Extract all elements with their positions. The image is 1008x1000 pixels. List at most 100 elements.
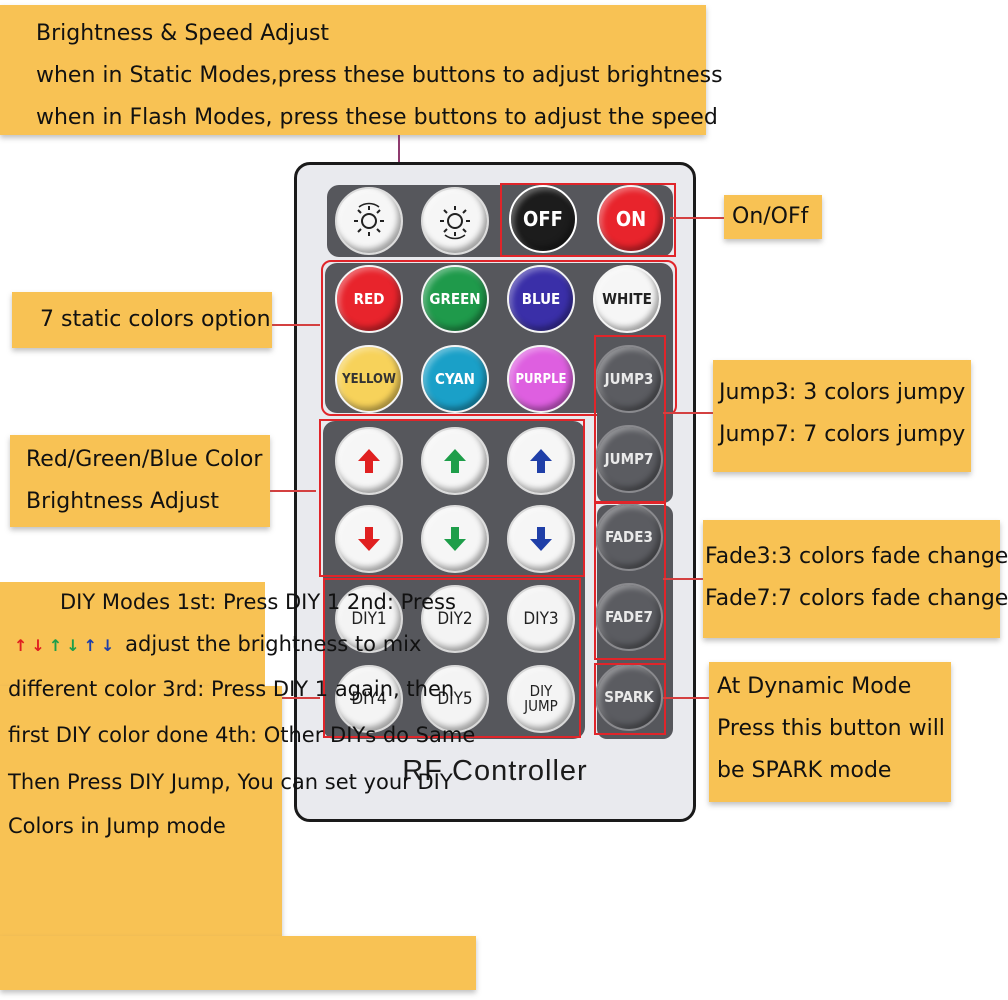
fade-callout: Fade3:3 colors fade change Fade7:7 color… xyxy=(703,520,1008,638)
green-up-button[interactable] xyxy=(421,427,489,495)
diy-step2: 2nd: Press ↑↓↑↓↑↓ xyxy=(8,590,456,656)
jump3-label: JUMP3 xyxy=(604,369,654,388)
diy-highlight xyxy=(323,578,581,738)
color-button-label: PURPLE xyxy=(515,371,567,387)
color-button-purple[interactable]: PURPLE xyxy=(507,345,575,413)
green-down-button[interactable] xyxy=(421,505,489,573)
callout-line: Brightness & Speed Adjust xyxy=(36,21,330,46)
mini-arrow-icon: ↑ xyxy=(48,636,63,655)
color-button-label: YELLOW xyxy=(342,371,396,387)
diy-button-label: DIY5 xyxy=(437,688,473,709)
blue-down-button[interactable] xyxy=(507,505,575,573)
diy-title: DIY Modes xyxy=(60,590,171,614)
callout-line: when in Static Modes,press these buttons… xyxy=(36,63,723,88)
diy-line: 3rd: Press DIY 1 again, xyxy=(162,677,400,701)
static-colors-highlight xyxy=(321,260,677,416)
diy-line: You can set your DIY Colors in Jump mode xyxy=(8,770,453,838)
sun-icon xyxy=(354,202,384,236)
static-colors-callout: 7 static colors option xyxy=(12,292,272,348)
mini-arrow-icon: ↑ xyxy=(83,636,98,655)
diy-button-3[interactable]: DIY3 xyxy=(507,585,575,653)
brightness-down-button[interactable] xyxy=(335,187,403,255)
fade-connector xyxy=(663,578,703,580)
callout-line: On/OFf xyxy=(732,204,809,229)
static-colors-connector xyxy=(272,324,320,326)
spark-highlight xyxy=(594,663,666,735)
callout-line: Jump7: 7 colors jumpy xyxy=(719,422,966,447)
rgb-adjust-highlight xyxy=(319,419,585,577)
arrow-down-icon xyxy=(358,527,380,551)
color-button-label: WHITE xyxy=(602,289,652,308)
diy-button-4[interactable]: DIY4 xyxy=(335,665,403,733)
callout-line: Brightness Adjust xyxy=(26,489,219,514)
red-down-button[interactable] xyxy=(335,505,403,573)
callout-line: Red/Green/Blue Color xyxy=(26,447,263,472)
brightness-up-button[interactable] xyxy=(421,187,489,255)
fade-highlight xyxy=(594,502,666,660)
arrow-up-icon xyxy=(530,449,552,473)
remote-title: RF Controller xyxy=(402,755,588,787)
arrow-down-icon xyxy=(530,527,552,551)
jump-connector xyxy=(663,412,713,414)
callout-line: Fade3:3 colors fade change xyxy=(705,544,1008,569)
diy-line: 4th: Other DIYs do Same xyxy=(215,723,476,747)
diy-callout-last xyxy=(0,936,476,990)
callout-line: Fade7:7 colors fade change xyxy=(705,586,1008,611)
jump7-button[interactable]: JUMP7 xyxy=(595,425,663,493)
color-button-cyan[interactable]: CYAN xyxy=(421,345,489,413)
color-button-white[interactable]: WHITE xyxy=(593,265,661,333)
rgb-adjust-connector xyxy=(270,490,316,492)
jump3-button[interactable]: JUMP3 xyxy=(595,345,663,413)
on-off-callout: On/OFf xyxy=(724,195,822,239)
diy-callout-text: DIY Modes 1st: Press DIY 1 2nd: Press ↑↓… xyxy=(8,582,478,846)
fade3-button[interactable]: FADE3 xyxy=(595,503,663,571)
diy-line: mix different color xyxy=(8,632,422,701)
color-button-green[interactable]: GREEN xyxy=(421,265,489,333)
fade7-label: FADE7 xyxy=(605,607,653,626)
jump-callout: Jump3: 3 colors jumpy Jump7: 7 colors ju… xyxy=(713,360,971,472)
fade7-button[interactable]: FADE7 xyxy=(595,583,663,651)
diy-callout-top xyxy=(0,582,265,706)
off-label: OFF xyxy=(523,206,563,231)
mini-arrow-icon: ↑ xyxy=(14,636,28,655)
color-button-yellow[interactable]: YELLOW xyxy=(335,345,403,413)
brightness-speed-callout: Brightness & Speed Adjust when in Static… xyxy=(0,5,723,135)
spark-connector xyxy=(663,697,709,699)
diy-connector xyxy=(270,697,320,699)
arrow-up-icon xyxy=(444,449,466,473)
diy-button-6[interactable]: DIY JUMP xyxy=(507,665,575,733)
callout-line: be SPARK mode xyxy=(717,758,892,783)
callout-line: Jump3: 3 colors jumpy xyxy=(719,380,966,405)
rf-remote-controller: OFF ON JUMP3 JUMP7 FADE3 FADE7 SPARK RF … xyxy=(294,162,696,822)
off-button[interactable]: OFF xyxy=(509,185,577,253)
diy-line: adjust the brightness to xyxy=(125,632,376,656)
blue-up-button[interactable] xyxy=(507,427,575,495)
arrow-down-icon xyxy=(444,527,466,551)
callout-line: when in Flash Modes, press these buttons… xyxy=(36,105,718,130)
diy-line: Then Press DIY Jump, xyxy=(8,770,231,794)
callout-line: At Dynamic Mode xyxy=(717,674,912,699)
diy-button-1[interactable]: DIY1 xyxy=(335,585,403,653)
on-button[interactable]: ON xyxy=(597,185,665,253)
diy-callout-bottom xyxy=(0,686,282,936)
diy-button-2[interactable]: DIY2 xyxy=(421,585,489,653)
diy-step1: 1st: Press DIY 1 xyxy=(176,590,341,614)
jump7-label: JUMP7 xyxy=(604,449,654,468)
diy-button-5[interactable]: DIY5 xyxy=(421,665,489,733)
diy-button-label: DIY3 xyxy=(523,608,559,629)
color-button-label: CYAN xyxy=(435,369,475,388)
diy-button-label: DIY1 xyxy=(351,608,387,629)
color-button-red[interactable]: RED xyxy=(335,265,403,333)
color-button-blue[interactable]: BLUE xyxy=(507,265,575,333)
on-off-connector xyxy=(670,217,726,219)
red-up-button[interactable] xyxy=(335,427,403,495)
fade3-label: FADE3 xyxy=(605,527,653,546)
diy-line: then first DIY color done xyxy=(8,677,455,747)
on-label: ON xyxy=(615,206,647,231)
callout-line: 7 static colors option xyxy=(40,307,271,332)
diy-step2-prefix: 2nd: Press xyxy=(346,590,456,614)
rgb-adjust-callout: Red/Green/Blue Color Brightness Adjust xyxy=(10,435,270,527)
mini-arrow-icon: ↓ xyxy=(101,636,115,655)
callout-line: Press this button will xyxy=(717,716,945,741)
arrow-up-icon xyxy=(358,449,380,473)
